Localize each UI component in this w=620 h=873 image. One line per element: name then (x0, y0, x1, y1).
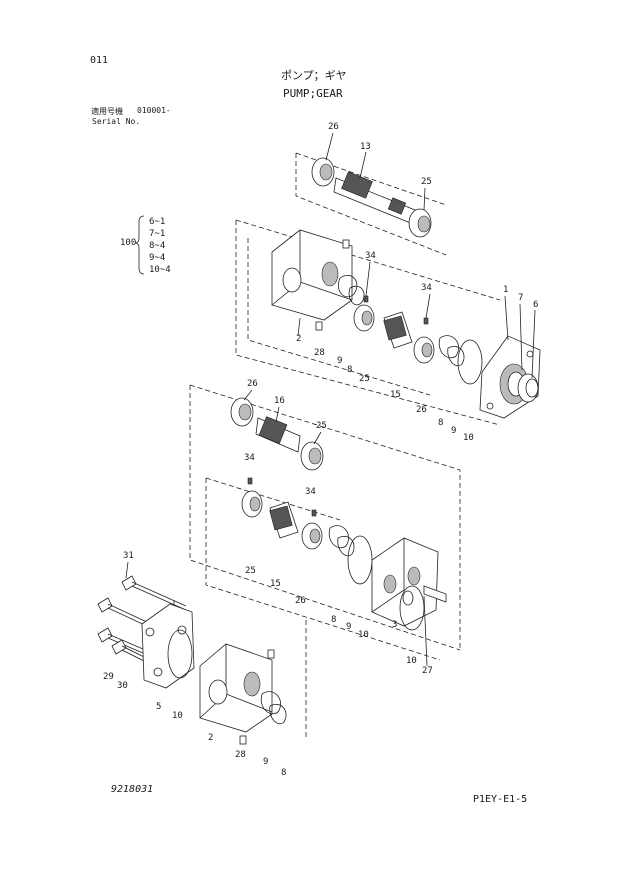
bearing-26-middle (230, 397, 254, 427)
title-english: PUMP;GEAR (283, 87, 343, 100)
callout-9: 9 (346, 622, 352, 632)
seal-9-lower-housing (260, 691, 281, 715)
callout-9: 9 (337, 356, 343, 366)
callout-5: 5 (156, 702, 162, 712)
seal-9-upper (338, 275, 358, 298)
serial-range: 010001- (137, 106, 171, 115)
bushing-26-lower (301, 522, 323, 550)
drive-shaft-13 (333, 171, 421, 227)
callout-25: 25 (245, 566, 256, 576)
callout-26: 26 (295, 596, 306, 606)
pin-28-lower (239, 735, 247, 745)
kit-item: 6~1 (149, 217, 166, 227)
bearing-26-top (311, 157, 335, 187)
bearing-25-top (408, 208, 432, 238)
callout-9: 9 (451, 426, 457, 436)
callout-29: 29 (103, 672, 114, 682)
callout-25: 25 (316, 421, 327, 431)
callout-8: 8 (281, 768, 287, 778)
oring-10-cover (457, 339, 483, 385)
housing-2-lower (199, 643, 275, 733)
oring-10-housing3 (399, 585, 425, 631)
gear-15-lower (269, 501, 299, 539)
seal-8-lower (328, 525, 349, 549)
kit-item: 9~4 (149, 253, 166, 263)
bushing-25-upper (353, 304, 375, 332)
callout-28: 28 (314, 348, 325, 358)
seal-9-cover (438, 335, 459, 359)
callout-10: 10 (358, 630, 369, 640)
drawing-number: 9218031 (111, 784, 154, 795)
bearing-25-middle (300, 441, 324, 471)
pin-34-lower-b (311, 509, 317, 517)
callout-10: 10 (463, 433, 474, 443)
callout-13: 13 (360, 142, 371, 152)
callout-10: 10 (406, 656, 417, 666)
gear-15-upper (383, 311, 413, 349)
callout-31: 31 (123, 551, 134, 561)
callout-25: 25 (421, 177, 432, 187)
callout-8: 8 (347, 365, 353, 375)
end-cover-5 (141, 603, 195, 689)
bushing-26-upper (413, 336, 435, 364)
kit-number: 100 (120, 238, 137, 248)
callout-15: 15 (270, 579, 281, 589)
callout-7: 7 (518, 293, 524, 303)
serial-label-en: Serial No. (92, 117, 141, 126)
callout-25: 25 (359, 374, 370, 384)
callout-16: 16 (274, 396, 285, 406)
ring-6 (525, 378, 539, 398)
page-number: 011 (90, 55, 109, 66)
callout-34: 34 (365, 251, 376, 261)
callout-26: 26 (247, 379, 258, 389)
seal-8-cover (447, 346, 465, 367)
callout-34: 34 (305, 487, 316, 497)
callout-2: 2 (296, 334, 302, 344)
callout-9: 9 (263, 757, 269, 767)
oring-10-lower (347, 535, 373, 585)
serial-label-jp: 適用号機 (91, 107, 123, 116)
gear-shaft-16 (255, 416, 301, 453)
bolt-31 (121, 575, 187, 611)
callout-34: 34 (244, 453, 255, 463)
callout-10: 10 (172, 711, 183, 721)
seal-9-lower (337, 536, 355, 557)
housing-2-upper (271, 229, 353, 321)
title-japanese: ポンプ；ギヤ (281, 69, 347, 82)
kit-item: 10~4 (149, 265, 171, 275)
seal-8-upper (348, 285, 365, 306)
callout-30: 30 (117, 681, 128, 691)
callout-27: 27 (422, 666, 433, 676)
callout-34: 34 (421, 283, 432, 293)
seal-7 (517, 373, 539, 403)
pin-34-upper-b (423, 317, 429, 325)
page-reference: P1EY-E1-5 (473, 794, 528, 805)
housing-3 (371, 537, 439, 627)
shaft-27 (423, 585, 447, 603)
callout-26: 26 (416, 405, 427, 415)
bushing-25-lower (241, 490, 263, 518)
oring-10-endcover (167, 629, 193, 679)
callout-1: 1 (503, 285, 509, 295)
callout-26: 26 (328, 122, 339, 132)
callout-6: 6 (533, 300, 539, 310)
callout-15: 15 (390, 390, 401, 400)
seal-8-lower-housing (269, 704, 287, 725)
pin-28-upper (315, 321, 323, 331)
callout-28: 28 (235, 750, 246, 760)
callout-8: 8 (438, 418, 444, 428)
callout-3: 3 (392, 620, 398, 630)
pin-34-upper-a (363, 295, 369, 303)
callout-2: 2 (208, 733, 214, 743)
kit-item: 8~4 (149, 241, 166, 251)
pin-34-lower-a (247, 477, 253, 485)
callout-8: 8 (331, 615, 337, 625)
kit-item: 7~1 (149, 229, 166, 239)
